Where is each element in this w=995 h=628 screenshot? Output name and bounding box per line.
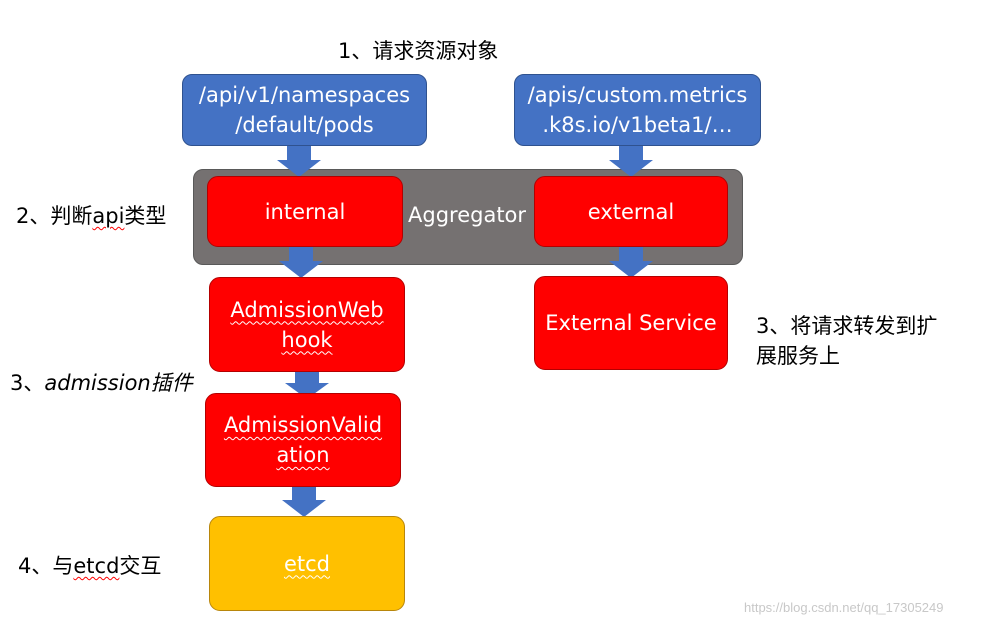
external-label: external: [587, 199, 675, 224]
api-custom-line2: .k8s.io/v1beta1/…: [542, 113, 733, 137]
etcd-label: etcd: [283, 551, 331, 576]
step2-api: api: [92, 204, 125, 228]
etcd-box: etcd: [209, 516, 405, 611]
external-box: external: [534, 176, 728, 247]
admission-validation-line1: AdmissionValid: [223, 413, 383, 437]
arrow-internal-to-webhook: [279, 245, 323, 278]
internal-label: internal: [264, 199, 346, 224]
admission-webhook-box: AdmissionWeb hook: [209, 277, 405, 372]
arrow-core-to-internal: [277, 144, 321, 177]
step1-note: 1、请求资源对象: [338, 39, 499, 63]
api-custom-box: /apis/custom.metrics .k8s.io/v1beta1/…: [514, 74, 761, 146]
step3a-text: admission插件: [44, 371, 193, 395]
admission-validation-box: AdmissionValid ation: [205, 393, 401, 487]
step2-prefix: 2、判断: [16, 204, 93, 228]
external-service-box: External Service: [534, 276, 728, 370]
step3-admission-note: 3、admission插件: [10, 368, 193, 398]
step4-note: 4、与etcd交互: [18, 551, 161, 581]
step4-prefix: 4、与: [18, 554, 74, 578]
step4-etcd: etcd: [73, 554, 120, 578]
api-core-line1: /api/v1/namespaces: [198, 83, 411, 107]
aggregator-label: Aggregator: [408, 203, 527, 227]
arrow-webhook-to-validation: [285, 370, 329, 399]
arrow-external-to-service: [609, 245, 653, 278]
watermark: https://blog.csdn.net/qq_17305249: [744, 600, 944, 615]
admission-validation-line2: ation: [276, 443, 330, 467]
step3b-line1: 3、将请求转发到扩: [756, 314, 938, 338]
api-custom-line1: /apis/custom.metrics: [527, 83, 748, 107]
api-core-line2: /default/pods: [235, 113, 374, 137]
step2-suffix: 类型: [124, 204, 167, 228]
internal-box: internal: [207, 176, 403, 247]
step3a-prefix: 3、: [10, 371, 45, 395]
arrow-validation-to-etcd: [282, 486, 326, 517]
step3-forward-note: 3、将请求转发到扩 展服务上: [756, 311, 937, 371]
arrow-custom-to-external: [609, 144, 653, 177]
step4-suffix: 交互: [119, 554, 162, 578]
external-service-label: External Service: [545, 311, 717, 335]
admission-webhook-line2: hook: [281, 327, 333, 352]
admission-webhook-line1: AdmissionWeb: [230, 297, 384, 322]
step3b-line2: 展服务上: [756, 344, 840, 368]
step2-note: 2、判断api类型: [16, 201, 166, 231]
api-core-box: /api/v1/namespaces /default/pods: [182, 74, 427, 146]
